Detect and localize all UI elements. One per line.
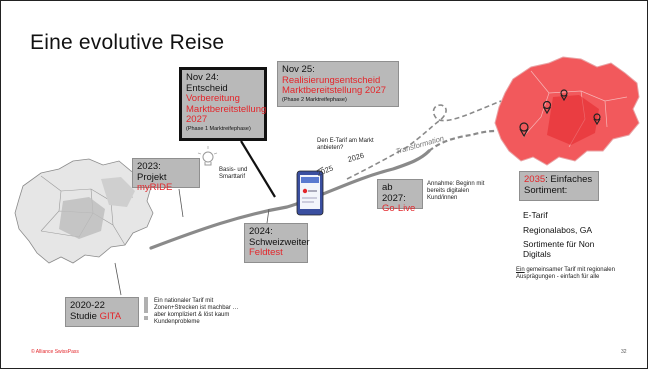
road-transformation xyxy=(346,100,502,180)
m2024-year: 2024: xyxy=(249,226,273,237)
m2027-highlight: Go-Live xyxy=(382,203,416,214)
swiss-map-grey xyxy=(14,158,154,264)
m2023-year: 2023: xyxy=(137,161,161,172)
milestone-nov24: Nov 24: Entscheid Vorbereitung Marktbere… xyxy=(179,67,267,141)
lightbulb-icon xyxy=(197,146,218,166)
milestone-2020: 2020-22 Studie GITA xyxy=(65,297,139,327)
page-number: 32 xyxy=(621,349,627,355)
swiss-map-red xyxy=(494,56,640,166)
m2035-label: : Einfaches Sortiment: xyxy=(524,174,593,196)
sortiment-item: E-Tarif xyxy=(523,210,548,220)
note-etarif: Den E-Tarif am Markt anbieten? xyxy=(317,138,374,151)
note-gemeinsam-rest: gemeinsamer Tarif mit regionalen Auspräg… xyxy=(516,267,615,280)
footer-copyright: © Alliance SwissPass xyxy=(31,349,79,355)
note-annahme: Annahme: Beginn mit bereits digitalen Ku… xyxy=(427,181,485,201)
nov24-sub: (Phase 1 Marktreifephase) xyxy=(186,125,251,132)
note-gemeinsam: Ein gemeinsamer Tarif mit regionalen Aus… xyxy=(516,267,626,281)
nov24-highlight: Vorbereitung Marktbereitstellung 2027 xyxy=(186,93,267,125)
m2020-label: Studie xyxy=(70,310,100,322)
m2023-label: Projekt xyxy=(137,171,167,183)
exclamation-icon xyxy=(144,297,148,320)
nov24-connector xyxy=(240,140,276,198)
nov24-date: Nov 24: xyxy=(186,72,219,83)
m2024-label: Schweizweiter xyxy=(249,236,310,248)
m2020-year: 2020-22 xyxy=(70,300,105,311)
m2023-highlight: myRIDE xyxy=(137,182,173,193)
nov24-label: Entscheid xyxy=(186,82,228,94)
nov25-date: Nov 25: xyxy=(282,64,315,75)
m2035-highlight: 2035 xyxy=(524,174,546,185)
nov25-highlight: Realisierungsentscheid Marktbereitstellu… xyxy=(282,74,387,96)
sortiment-item: Regionalabos, GA xyxy=(523,225,592,235)
note-national: Ein nationaler Tarif mit Zonen+Strecken … xyxy=(154,298,239,325)
milestone-2024: 2024: Schweizweiter Feldtest xyxy=(244,223,310,263)
phone-icon xyxy=(296,170,324,216)
note-gemeinsam-underlined: Ein xyxy=(516,267,525,273)
milestone-2023: 2023: Projekt myRIDE xyxy=(132,158,200,193)
m2024-highlight: Feldtest xyxy=(249,247,283,258)
note-basis: Basis- und Smarttarif xyxy=(219,167,248,180)
nov25-sub: (Phase 2 Marktreifephase) xyxy=(282,96,347,103)
m2020-highlight: GITA xyxy=(99,310,122,322)
m2027-year: ab 2027: xyxy=(382,182,406,204)
milestone-nov25: Nov 25: Realisierungsentscheid Marktbere… xyxy=(277,61,399,107)
milestone-2027: ab 2027: Go-Live xyxy=(377,179,423,214)
slide-title: Eine evolutive Reise xyxy=(30,31,225,54)
sortiment-item: Sortimente für Non Digitals xyxy=(523,239,595,259)
milestone-2035: 2035: Einfaches Sortiment: xyxy=(519,171,599,201)
